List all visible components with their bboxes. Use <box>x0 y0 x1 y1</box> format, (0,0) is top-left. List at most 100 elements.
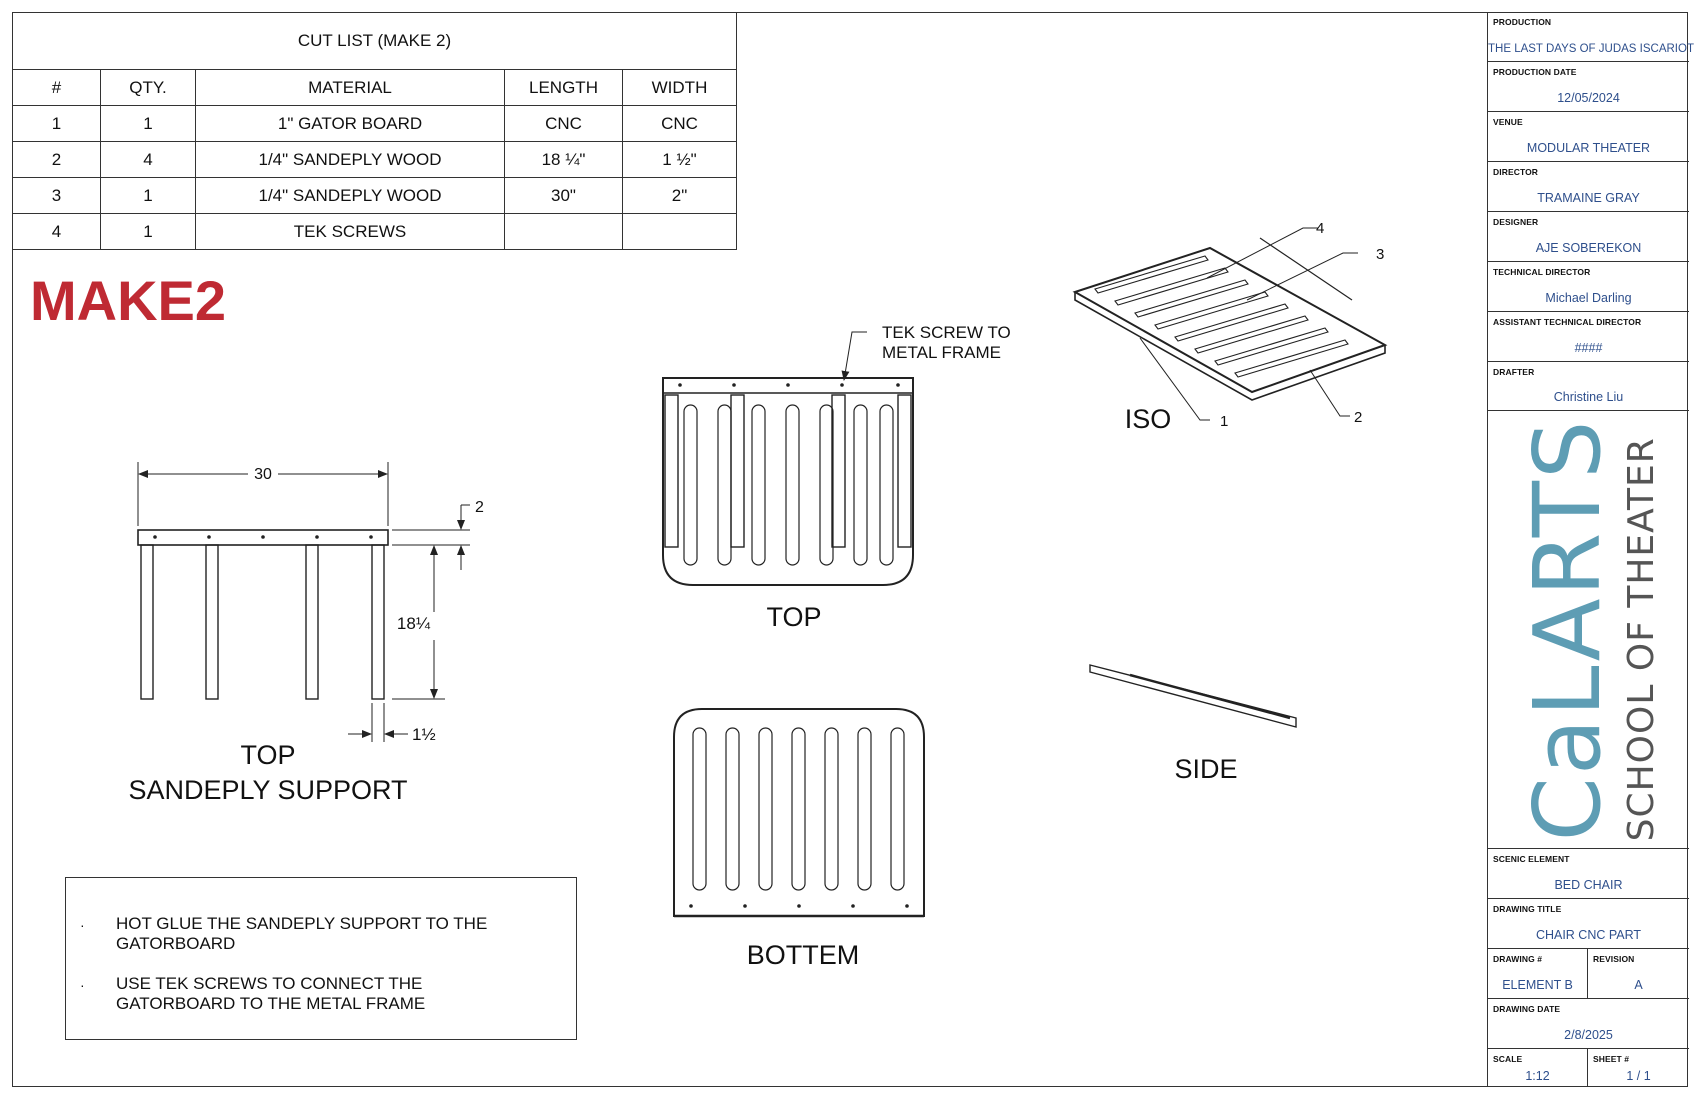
sheet-label: SHEET # <box>1593 1054 1630 1064</box>
technical-director-cell: TECHNICAL DIRECTOR Michael Darling <box>1488 262 1689 312</box>
drafter-cell: DRAFTER Christine Liu <box>1488 362 1689 411</box>
cell-length: 30" <box>504 177 623 214</box>
director-label: DIRECTOR <box>1493 167 1539 177</box>
venue-cell: VENUE MODULAR THEATER <box>1488 112 1689 162</box>
col-header-width: WIDTH <box>622 69 737 106</box>
note-bullet: · <box>80 917 85 933</box>
production-date-value: 12/05/2024 <box>1557 91 1620 105</box>
venue-label: VENUE <box>1493 117 1523 127</box>
cell-length: 18 ¼" <box>504 141 623 178</box>
bottom-view-caption: BOTTEM <box>747 940 860 970</box>
cell-material: 1/4" SANDEPLY WOOD <box>195 177 505 214</box>
title-block: PRODUCTION THE LAST DAYS OF JUDAS ISCARI… <box>1487 12 1694 1087</box>
cell-material: TEK SCREWS <box>195 213 505 250</box>
cell-width <box>622 213 737 250</box>
drawing-title-cell: DRAWING TITLE CHAIR CNC PART <box>1488 899 1689 949</box>
cell-number: 3 <box>12 177 101 214</box>
production-cell: PRODUCTION THE LAST DAYS OF JUDAS ISCARI… <box>1488 12 1694 62</box>
cell-number: 4 <box>12 213 101 250</box>
make-label: MAKE2 <box>30 269 227 332</box>
director-value: TRAMAINE GRAY <box>1537 191 1640 205</box>
cut-list-header-row: # QTY. MATERIAL LENGTH WIDTH <box>12 69 737 106</box>
drawing-sheet-border <box>12 12 1688 1087</box>
support-caption-top: TOP <box>240 740 295 770</box>
drawing-number-label: DRAWING # <box>1493 954 1543 964</box>
side-view-caption: SIDE <box>1174 754 1237 784</box>
drawing-views: 30 18¼ 2 1½ TOP SANDEPLY SUPPORT TEK SCR… <box>128 220 1388 970</box>
cell-qty: 1 <box>100 105 196 142</box>
drafter-label: DRAFTER <box>1493 367 1535 377</box>
scenic-element-cell: SCENIC ELEMENT BED CHAIR <box>1488 849 1689 899</box>
col-header-number: # <box>12 69 101 106</box>
drawing-date-value: 2/8/2025 <box>1564 1028 1613 1042</box>
scale-label: SCALE <box>1493 1054 1523 1064</box>
designer-value: AJE SOBEREKON <box>1535 241 1642 255</box>
drafter-value: Christine Liu <box>1553 390 1624 404</box>
balloon-1: 1 <box>1220 413 1228 430</box>
side-view-drawing <box>1089 664 1297 728</box>
cell-width: 1 ½" <box>622 141 737 178</box>
dim-leg-1-half: 1½ <box>412 725 436 744</box>
production-date-cell: PRODUCTION DATE 12/05/2024 <box>1488 62 1689 112</box>
assistant-td-cell: ASSISTANT TECHNICAL DIRECTOR #### <box>1488 312 1689 362</box>
top-view-caption: TOP <box>766 602 821 632</box>
note-bullet: · <box>80 977 85 993</box>
designer-label: DESIGNER <box>1493 217 1539 227</box>
cell-material: 1/4" SANDEPLY WOOD <box>195 141 505 178</box>
table-row: 4 1 TEK SCREWS <box>12 213 737 250</box>
note-item: USE TEK SCREWS TO CONNECT THE GATORBOARD… <box>116 974 426 1013</box>
revision-value: A <box>1634 978 1643 992</box>
cut-list-table: CUT LIST (MAKE 2) # QTY. MATERIAL LENGTH… <box>12 12 737 250</box>
iso-view-caption: ISO <box>1125 404 1172 434</box>
technical-director-value: Michael Darling <box>1545 291 1632 305</box>
production-label: PRODUCTION <box>1493 17 1552 27</box>
tek-screw-callout-line2: METAL FRAME <box>882 343 1001 362</box>
balloon-3: 3 <box>1376 246 1384 263</box>
director-cell: DIRECTOR TRAMAINE GRAY <box>1488 162 1689 212</box>
assistant-td-value: #### <box>1574 341 1603 355</box>
sandeply-support-drawing <box>137 462 470 742</box>
drawing-title-value: CHAIR CNC PART <box>1535 928 1642 942</box>
production-value: THE LAST DAYS OF JUDAS ISCARIOT <box>1488 43 1694 55</box>
dim-height-18-quarter: 18¼ <box>397 614 431 633</box>
drawing-title-label: DRAWING TITLE <box>1493 904 1562 914</box>
designer-cell: DESIGNER AJE SOBEREKON <box>1488 212 1689 262</box>
technical-director-label: TECHNICAL DIRECTOR <box>1493 267 1591 277</box>
table-row: 1 1 1" GATOR BOARD CNC CNC <box>12 105 737 142</box>
venue-value: MODULAR THEATER <box>1526 141 1651 155</box>
top-view-drawing <box>662 331 914 586</box>
balloon-2: 2 <box>1354 409 1362 426</box>
sheet-value: 1 / 1 <box>1626 1069 1651 1083</box>
cell-width: CNC <box>622 105 737 142</box>
dim-top-2: 2 <box>475 499 484 516</box>
cell-number: 1 <box>12 105 101 142</box>
scenic-element-value: BED CHAIR <box>1554 878 1623 892</box>
assistant-td-label: ASSISTANT TECHNICAL DIRECTOR <box>1493 317 1642 327</box>
calarts-logo: CaLARTS SCHOOL OF THEATER <box>1488 411 1689 849</box>
table-row: 2 4 1/4" SANDEPLY WOOD 18 ¼" 1 ½" <box>12 141 737 178</box>
support-caption: SANDEPLY SUPPORT <box>128 775 407 805</box>
table-row: 3 1 1/4" SANDEPLY WOOD 30" 2" <box>12 177 737 214</box>
production-date-label: PRODUCTION DATE <box>1493 67 1577 77</box>
drawing-date-label: DRAWING DATE <box>1493 1004 1561 1014</box>
note-item: HOT GLUE THE SANDEPLY SUPPORT TO THE GAT… <box>116 914 488 953</box>
logo-sub: SCHOOL OF THEATER <box>1621 437 1662 842</box>
scale-value: 1:12 <box>1525 1069 1550 1083</box>
sheet-cell: SHEET # 1 / 1 <box>1588 1049 1689 1087</box>
bottom-view-drawing <box>673 708 925 918</box>
col-header-material: MATERIAL <box>195 69 505 106</box>
revision-label: REVISION <box>1593 954 1635 964</box>
tek-screw-callout-line1: TEK SCREW TO <box>882 323 1011 342</box>
drawing-number-value: ELEMENT B <box>1502 978 1573 992</box>
notes-box: · HOT GLUE THE SANDEPLY SUPPORT TO THE G… <box>65 877 577 1040</box>
drawing-number-cell: DRAWING # ELEMENT B <box>1488 949 1588 999</box>
logo-text: CaLARTS SCHOOL OF THEATER <box>1514 419 1662 842</box>
logo-main: CaLARTS <box>1514 418 1621 842</box>
scenic-element-label: SCENIC ELEMENT <box>1493 854 1570 864</box>
scale-cell: SCALE 1:12 <box>1488 1049 1588 1087</box>
iso-view-drawing <box>1072 227 1388 421</box>
balloon-4: 4 <box>1316 220 1324 237</box>
revision-cell: REVISION A <box>1588 949 1689 999</box>
drawing-date-cell: DRAWING DATE 2/8/2025 <box>1488 999 1689 1049</box>
cell-width: 2" <box>622 177 737 214</box>
